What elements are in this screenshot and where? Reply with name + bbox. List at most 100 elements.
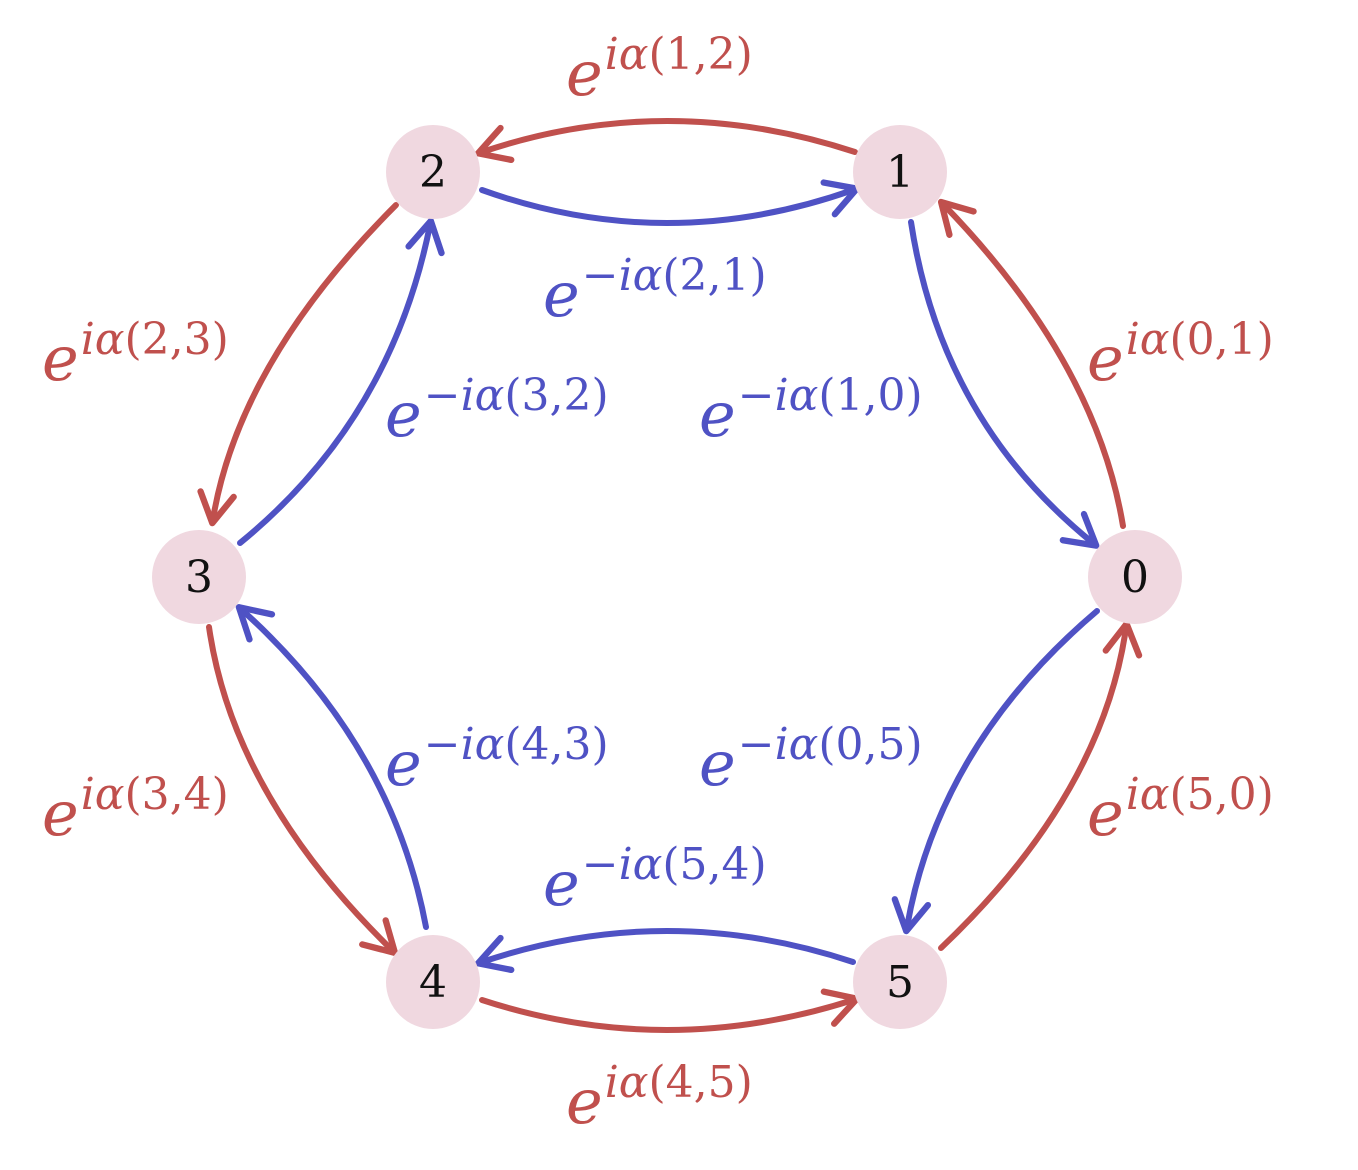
edge-label-i-alpha: iα <box>775 370 819 421</box>
edge-label-i-alpha: iα <box>81 314 125 365</box>
edge-label-base: e <box>543 847 580 920</box>
edge-label-i-alpha: iα <box>619 839 663 890</box>
edge-label-i-alpha: iα <box>1126 769 1170 820</box>
edge-label-3-to-4: eiα(3,4) <box>42 769 229 850</box>
node-circle <box>152 530 246 624</box>
edge-label-base: e <box>385 727 422 800</box>
edge-label-exponent: −iα(1,0) <box>738 370 923 421</box>
node-label: 3 <box>185 552 213 603</box>
node-4: 4 <box>386 935 480 1029</box>
edge-label-2-to-3: eiα(2,3) <box>42 314 229 395</box>
edge-label-sign: − <box>582 250 619 301</box>
edge-3-to-4 <box>206 624 399 957</box>
edge-label-i-alpha: iα <box>605 29 649 80</box>
edge-label-pair: (3,4) <box>125 769 229 820</box>
edge-label-i-alpha: iα <box>619 250 663 301</box>
nodes-layer: 0 1 2 3 4 5 <box>152 125 1182 1029</box>
node-circle <box>853 935 947 1029</box>
edge-1-to-0 <box>908 219 1100 549</box>
edge-label-exponent: iα(2,3) <box>81 314 229 365</box>
edge-label-i-alpha: iα <box>605 1057 649 1108</box>
edge-1-to-2 <box>474 118 858 164</box>
edge-label-base: e <box>543 258 580 331</box>
edge-4-to-3 <box>235 604 429 930</box>
edge-label-pair: (2,1) <box>662 250 766 301</box>
node-1: 1 <box>853 125 947 219</box>
edge-label-pair: (4,3) <box>504 719 608 770</box>
edges-layer <box>197 118 1143 1033</box>
edge-label-4-to-3: e−iα(4,3) <box>385 719 609 800</box>
edge-label-pair: (3,2) <box>504 370 608 421</box>
edge-4-to-5 <box>479 988 861 1033</box>
node-label: 5 <box>886 957 914 1008</box>
edge-label-pair: (4,5) <box>649 1057 753 1108</box>
edge-label-i-alpha: iα <box>461 719 505 770</box>
edge-label-2-to-1: e−iα(2,1) <box>543 250 767 331</box>
edge-label-exponent: −iα(0,5) <box>738 719 923 770</box>
edge-label-base: e <box>566 1065 603 1138</box>
edge-label-pair: (0,1) <box>1170 314 1274 365</box>
node-label: 1 <box>886 147 914 198</box>
edge-0-to-1 <box>937 198 1126 529</box>
edge-label-exponent: iα(5,0) <box>1126 769 1274 820</box>
node-label: 0 <box>1121 552 1149 603</box>
edge-label-pair: (2,3) <box>125 314 229 365</box>
edge-label-1-to-0: e−iα(1,0) <box>699 370 923 451</box>
edge-label-exponent: iα(1,2) <box>605 29 753 80</box>
edge-label-0-to-5: e−iα(0,5) <box>699 719 923 800</box>
edge-label-exponent: iα(3,4) <box>81 769 229 820</box>
edge-labels-layer: eiα(1,2)e−iα(2,1)eiα(2,3)e−iα(3,2)e−iα(1… <box>42 29 1274 1138</box>
edge-2-to-1 <box>479 179 861 226</box>
edge-0-to-5 <box>891 608 1100 935</box>
edge-label-exponent: −iα(4,3) <box>424 719 609 770</box>
node-label: 4 <box>419 957 447 1008</box>
edge-label-base: e <box>566 37 603 110</box>
edge-2-to-3 <box>197 202 399 527</box>
edge-label-base: e <box>42 322 79 395</box>
edge-label-base: e <box>1087 777 1124 850</box>
edge-label-base: e <box>1087 322 1124 395</box>
edge-label-sign: − <box>738 719 775 770</box>
edge-label-base: e <box>699 378 736 451</box>
edge-label-0-to-1: eiα(0,1) <box>1087 314 1274 395</box>
edge-label-4-to-5: eiα(4,5) <box>566 1057 753 1138</box>
node-5: 5 <box>853 935 947 1029</box>
edge-3-to-2 <box>237 217 445 546</box>
edge-label-i-alpha: iα <box>81 769 125 820</box>
edge-label-base: e <box>385 378 422 451</box>
edge-label-sign: − <box>424 370 461 421</box>
edge-label-i-alpha: iα <box>461 370 505 421</box>
edge-label-base: e <box>699 727 736 800</box>
edge-5-to-0 <box>938 620 1143 951</box>
edge-label-5-to-4: e−iα(5,4) <box>543 839 767 920</box>
edge-label-exponent: iα(4,5) <box>605 1057 753 1108</box>
edge-label-pair: (1,2) <box>649 29 753 80</box>
node-3: 3 <box>152 530 246 624</box>
node-0: 0 <box>1088 530 1182 624</box>
edge-label-3-to-2: e−iα(3,2) <box>385 370 609 451</box>
edge-label-pair: (0,5) <box>818 719 922 770</box>
edge-label-sign: − <box>582 839 619 890</box>
edge-label-sign: − <box>424 719 461 770</box>
edge-label-exponent: −iα(2,1) <box>582 250 767 301</box>
node-circle <box>853 125 947 219</box>
edge-label-1-to-2: eiα(1,2) <box>566 29 753 110</box>
edge-label-5-to-0: eiα(5,0) <box>1087 769 1274 850</box>
node-circle <box>1088 530 1182 624</box>
edge-label-base: e <box>42 777 79 850</box>
edge-label-sign: − <box>738 370 775 421</box>
node-label: 2 <box>419 147 447 198</box>
edge-label-exponent: iα(0,1) <box>1126 314 1274 365</box>
edge-label-exponent: −iα(5,4) <box>582 839 767 890</box>
node-circle <box>386 935 480 1029</box>
edge-5-to-4 <box>474 928 856 974</box>
edge-label-i-alpha: iα <box>775 719 819 770</box>
edge-label-i-alpha: iα <box>1126 314 1170 365</box>
edge-label-pair: (5,0) <box>1170 769 1274 820</box>
edge-label-exponent: −iα(3,2) <box>424 370 609 421</box>
edge-label-pair: (1,0) <box>818 370 922 421</box>
node-circle <box>386 125 480 219</box>
node-2: 2 <box>386 125 480 219</box>
edge-label-pair: (5,4) <box>662 839 766 890</box>
